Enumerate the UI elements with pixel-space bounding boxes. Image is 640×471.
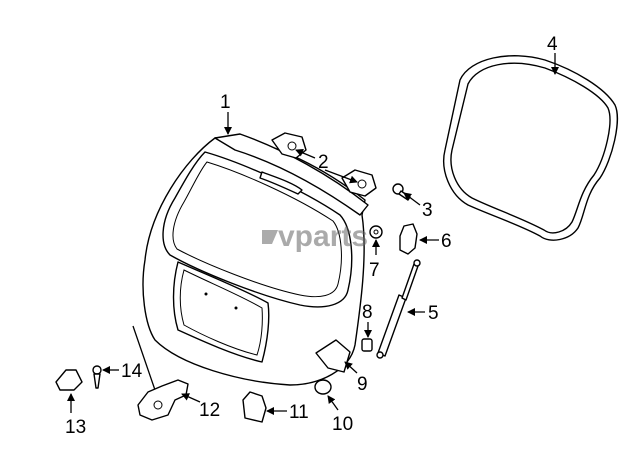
- callout-6: 6: [419, 231, 452, 252]
- callout-label-7: 7: [369, 260, 380, 281]
- striker: [242, 391, 267, 423]
- callout-label-12: 12: [199, 400, 220, 421]
- watermark: vparts: [262, 220, 368, 253]
- callout-4: 4: [547, 34, 559, 75]
- callout-13: 13: [65, 393, 86, 438]
- callout-12: 12: [181, 393, 220, 421]
- weatherstrip-seal: [443, 55, 619, 241]
- callout-10: 10: [327, 395, 353, 435]
- bracket: [399, 223, 418, 255]
- callout-label-14: 14: [121, 361, 143, 382]
- callout-5: 5: [407, 303, 439, 324]
- watermark-logo-icon: [262, 230, 278, 244]
- callout-label-4: 4: [547, 34, 558, 55]
- callout-8: 8: [362, 302, 373, 338]
- watermark-text: vparts: [278, 220, 368, 253]
- callout-label-9: 9: [357, 374, 368, 395]
- callout-11: 11: [266, 402, 309, 423]
- callout-3: 3: [403, 192, 433, 221]
- callout-label-10: 10: [332, 414, 353, 435]
- callout-14: 14: [102, 361, 143, 382]
- callout-7: 7: [369, 239, 380, 281]
- bumper-stop: [361, 338, 373, 352]
- callout-label-8: 8: [362, 302, 373, 323]
- clip: [369, 225, 383, 239]
- callout-label-11: 11: [289, 402, 309, 423]
- callout-label-13: 13: [65, 417, 86, 438]
- liftgate: [142, 133, 369, 386]
- callout-2: 2: [295, 149, 358, 184]
- gas-strut: [376, 259, 421, 359]
- callout-label-2: 2: [318, 152, 329, 173]
- callout-label-6: 6: [441, 231, 452, 252]
- callout-1: 1: [220, 92, 232, 135]
- callout-label-5: 5: [428, 303, 439, 324]
- switch: [55, 369, 83, 391]
- callout-9: 9: [344, 361, 368, 395]
- callout-label-1: 1: [220, 92, 231, 113]
- cap: [314, 379, 332, 395]
- screw: [92, 365, 102, 389]
- bolt: [392, 183, 411, 201]
- callout-label-3: 3: [422, 200, 433, 221]
